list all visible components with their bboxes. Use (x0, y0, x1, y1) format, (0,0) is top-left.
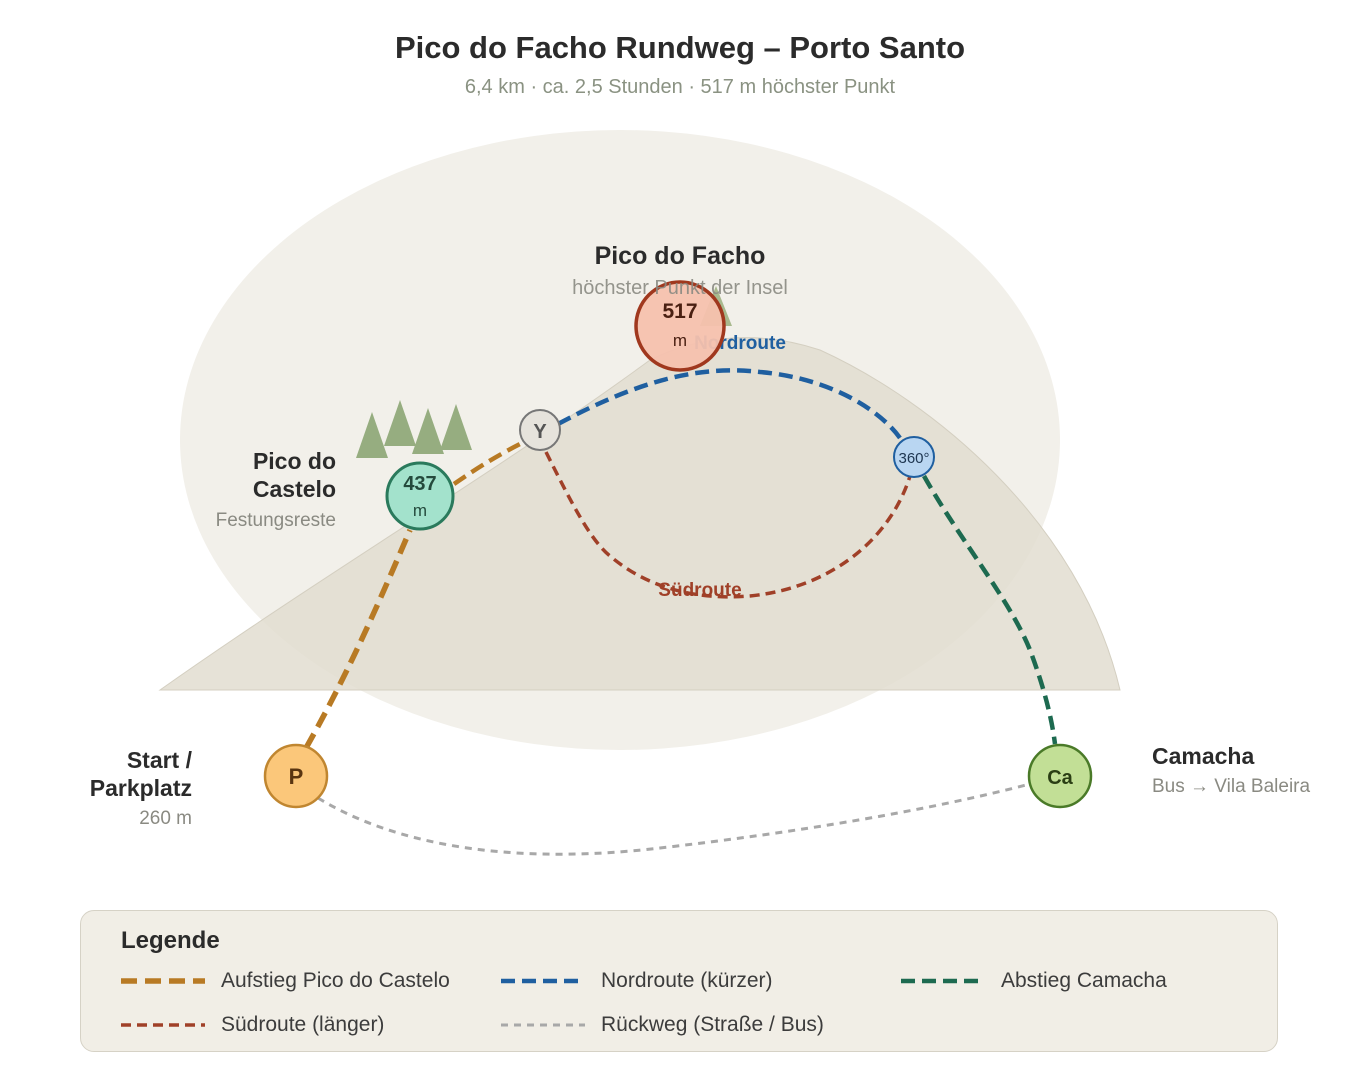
route-map: Nordroute Südroute P Start / Parkplatz 2… (90, 130, 1310, 856)
legend-label: Nordroute (kürzer) (601, 969, 773, 992)
legend-swatch-south-route (121, 1023, 205, 1027)
start-node: P (263, 743, 329, 809)
legend-item-return-path: Rückweg (Straße / Bus) (501, 1010, 824, 1040)
trees-icon (356, 400, 472, 458)
start-node-symbol: P (289, 764, 304, 789)
legend-item-north-route: Nordroute (kürzer) (501, 966, 773, 996)
facho-node: 517 m (634, 280, 726, 372)
start-elevation: 260 m (139, 808, 192, 829)
legend: Legende Aufstieg Pico do Castelo Nordrou… (80, 910, 1278, 1052)
hill-shape (158, 337, 1121, 691)
legend-swatch-return-path (501, 1023, 585, 1027)
facho-elevation-value: 517 (662, 300, 697, 323)
legend-swatch-camacha-descent (901, 978, 985, 984)
legend-title: Legende (121, 927, 220, 954)
legend-item-camacha-descent: Abstieg Camacha (901, 966, 1167, 996)
junction-symbol: Y (533, 421, 547, 443)
legend-label: Südroute (länger) (221, 1013, 385, 1036)
legend-swatch-north-route (501, 978, 585, 984)
legend-swatch-castelo-ascent (121, 978, 205, 984)
castelo-elevation-value: 437 (403, 473, 436, 495)
camacha-note: Bus → Vila Baleira (1152, 776, 1310, 797)
castelo-node: 437 m (385, 461, 455, 531)
camacha-name: Camacha (1152, 743, 1254, 769)
castelo-name-line2: Castelo (253, 476, 336, 502)
camacha-node: Ca (1027, 743, 1093, 809)
castelo-to-junction-line (452, 439, 526, 486)
viewpoint-symbol: 360° (898, 450, 929, 467)
junction-node: Y (519, 409, 561, 451)
page-title: Pico do Facho Rundweg – Porto Santo (394, 30, 966, 65)
legend-item-south-route: Südroute (länger) (121, 1010, 384, 1040)
viewpoint-node: 360° (893, 436, 935, 478)
start-name-line2: Parkplatz (90, 775, 192, 801)
castelo-ascent-line (303, 528, 413, 750)
south-route-label: Südroute (658, 580, 741, 601)
facho-elevation-unit: m (673, 331, 687, 350)
legend-label: Abstieg Camacha (1001, 969, 1167, 992)
castelo-name-line1: Pico do (253, 448, 336, 474)
facho-name: Pico do Facho (595, 242, 766, 270)
south-route-line (544, 451, 912, 599)
camacha-symbol: Ca (1047, 767, 1073, 789)
legend-item-castelo-ascent: Aufstieg Pico do Castelo (121, 966, 450, 996)
facho-note: höchster Punkt der Insel (572, 277, 788, 299)
north-route-line (556, 368, 902, 440)
castelo-elevation-unit: m (413, 501, 427, 520)
start-name-line1: Start / (127, 747, 193, 773)
page-subtitle: 6,4 km · ca. 2,5 Stunden · 517 m höchste… (464, 76, 896, 98)
legend-label: Aufstieg Pico do Castelo (221, 969, 450, 992)
castelo-note: Festungsreste (216, 510, 336, 531)
return-path-line (317, 782, 1031, 856)
legend-label: Rückweg (Straße / Bus) (601, 1013, 824, 1036)
